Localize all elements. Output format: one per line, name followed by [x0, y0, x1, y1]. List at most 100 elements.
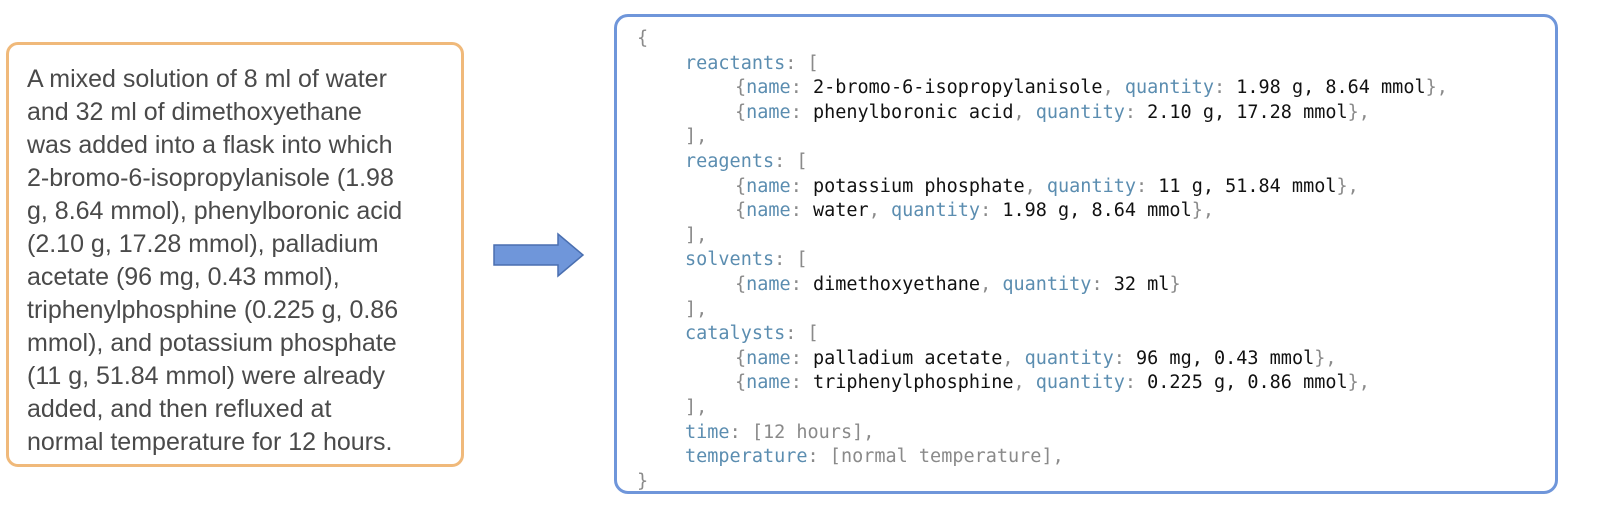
text-line: and 32 ml of dimethoxyethane — [27, 98, 362, 126]
name-key: name — [746, 101, 791, 123]
name-key: name — [746, 77, 791, 99]
item-name: palladium acetate — [812, 347, 1003, 369]
code-line: { — [637, 27, 1555, 52]
punctuation: , — [1002, 347, 1025, 369]
code-line: temperature: [normal temperature], — [637, 445, 1555, 470]
quantity-key: quantity — [1124, 77, 1214, 99]
punctuation: : — [980, 200, 1003, 222]
text-line: (11 g, 51.84 mmol) were already — [27, 362, 386, 390]
code-line: ], — [637, 298, 1555, 323]
quantity-key: quantity — [890, 200, 981, 222]
punctuation: { — [735, 273, 747, 295]
punctuation: : — [790, 77, 813, 99]
item-name: water — [812, 200, 869, 222]
punctuation: : — [790, 347, 813, 369]
name-key: name — [746, 200, 791, 222]
code-line: {name: palladium acetate, quantity: 96 m… — [637, 347, 1555, 372]
punctuation: : [ — [807, 446, 841, 468]
punctuation: }, — [1314, 347, 1337, 369]
item-name: dimethoxyethane — [812, 273, 981, 295]
text-line: (2.10 g, 17.28 mmol), palladium — [27, 230, 379, 258]
input-text-panel: A mixed solution of 8 ml of water and 32… — [6, 42, 464, 467]
json-output-panel: {reactants: [{name: 2-bromo-6-isopropyla… — [614, 14, 1558, 494]
punctuation: : — [1124, 372, 1148, 394]
code-line: {name: dimethoxyethane, quantity: 32 ml} — [637, 273, 1555, 298]
punctuation: { — [735, 77, 747, 99]
item-quantity: 2.10 g, 17.28 mmol — [1147, 101, 1348, 123]
code-line: } — [637, 470, 1555, 495]
punctuation: ], — [685, 396, 708, 418]
punctuation: { — [735, 372, 747, 394]
code-line: ], — [637, 125, 1555, 150]
punctuation: ], — [1041, 446, 1064, 468]
name-key: name — [746, 347, 791, 369]
code-line: ], — [637, 396, 1555, 421]
item-quantity: 11 g, 51.84 mmol — [1158, 175, 1337, 197]
punctuation: { — [735, 101, 747, 123]
json-code: {reactants: [{name: 2-bromo-6-isopropyla… — [637, 27, 1555, 494]
text-line: added, and then refluxed at — [27, 395, 332, 423]
text-line: was added into a flask into which — [27, 131, 393, 159]
section-key: reagents — [685, 150, 775, 172]
section-key: solvents — [685, 249, 775, 271]
punctuation: ], — [685, 224, 708, 246]
punctuation: ], — [852, 421, 875, 443]
time-key: time — [685, 421, 730, 443]
code-line: reagents: [ — [637, 150, 1555, 175]
text-line: mmol), and potassium phosphate — [27, 329, 397, 357]
punctuation: : — [790, 200, 813, 222]
quantity-key: quantity — [1035, 101, 1125, 123]
brace: { — [637, 28, 649, 49]
code-line: {name: triphenylphosphine, quantity: 0.2… — [637, 371, 1555, 396]
punctuation: : [ — [774, 249, 808, 271]
punctuation: : [ — [785, 52, 819, 74]
punctuation: , — [1024, 175, 1047, 197]
temperature-key: temperature — [685, 446, 808, 468]
brace: } — [637, 470, 649, 492]
code-line: catalysts: [ — [637, 322, 1555, 347]
punctuation: : — [1136, 175, 1159, 197]
code-line: {name: water, quantity: 1.98 g, 8.64 mmo… — [637, 199, 1555, 224]
quantity-key: quantity — [1035, 372, 1125, 394]
punctuation: : — [790, 101, 813, 123]
quantity-key: quantity — [1002, 273, 1092, 295]
item-name: phenylboronic acid — [812, 101, 1014, 123]
code-line: time: [12 hours], — [637, 421, 1555, 446]
name-key: name — [746, 273, 791, 295]
punctuation: : [ — [729, 421, 763, 443]
punctuation: , — [868, 200, 891, 222]
right-arrow-icon — [492, 232, 586, 283]
quantity-key: quantity — [1046, 175, 1136, 197]
text-line: A mixed solution of 8 ml of water — [27, 65, 387, 93]
section-key: reactants — [685, 52, 786, 74]
code-line: solvents: [ — [637, 248, 1555, 273]
text-line: 2-bromo-6-isopropylanisole (1.98 — [27, 164, 394, 192]
text-line: normal temperature for 12 hours. — [27, 428, 393, 456]
item-name: triphenylphosphine — [812, 372, 1014, 394]
punctuation: : — [790, 175, 813, 197]
punctuation: : — [1113, 347, 1137, 369]
punctuation: { — [735, 175, 747, 197]
item-quantity: 1.98 g, 8.64 mmol — [1002, 200, 1192, 222]
temperature-value: normal temperature — [840, 446, 1042, 468]
punctuation: ], — [685, 298, 708, 320]
punctuation: }, — [1336, 175, 1359, 197]
item-quantity: 96 mg, 0.43 mmol — [1136, 347, 1315, 369]
time-value: 12 hours — [762, 421, 853, 443]
text-line: g, 8.64 mmol), phenylboronic acid — [27, 197, 403, 225]
punctuation: }, — [1347, 372, 1370, 394]
item-quantity: 32 ml — [1113, 273, 1170, 295]
punctuation: , — [1013, 101, 1036, 123]
punctuation: , — [1102, 77, 1125, 99]
punctuation: , — [1013, 372, 1036, 394]
text-line: triphenylphosphine (0.225 g, 0.86 — [27, 296, 399, 324]
item-name: 2-bromo-6-isopropylanisole — [812, 77, 1103, 99]
punctuation: : — [790, 273, 813, 295]
item-quantity: 0.225 g, 0.86 mmol — [1147, 372, 1348, 394]
quantity-key: quantity — [1024, 347, 1114, 369]
code-line: {name: 2-bromo-6-isopropylanisole, quant… — [637, 76, 1555, 101]
name-key: name — [746, 372, 791, 394]
punctuation: : [ — [785, 323, 819, 345]
text-line: acetate (96 mg, 0.43 mmol), — [27, 263, 340, 291]
code-line: ], — [637, 224, 1555, 249]
